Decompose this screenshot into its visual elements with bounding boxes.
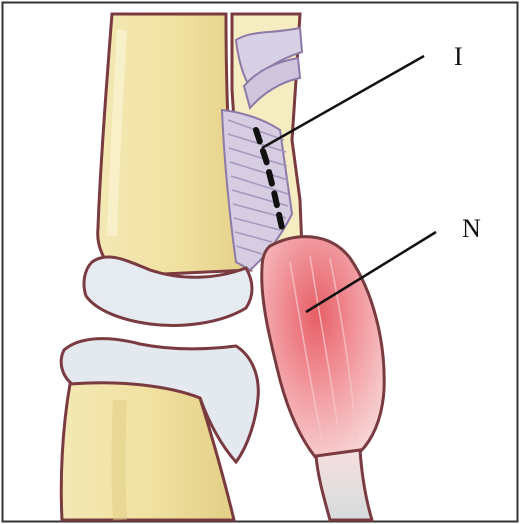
muscle-tendon <box>316 450 372 520</box>
label-lower: N <box>462 216 481 242</box>
label-upper: I <box>454 44 463 70</box>
muscle-belly <box>262 237 384 458</box>
lower-bone-shadow <box>119 400 121 520</box>
